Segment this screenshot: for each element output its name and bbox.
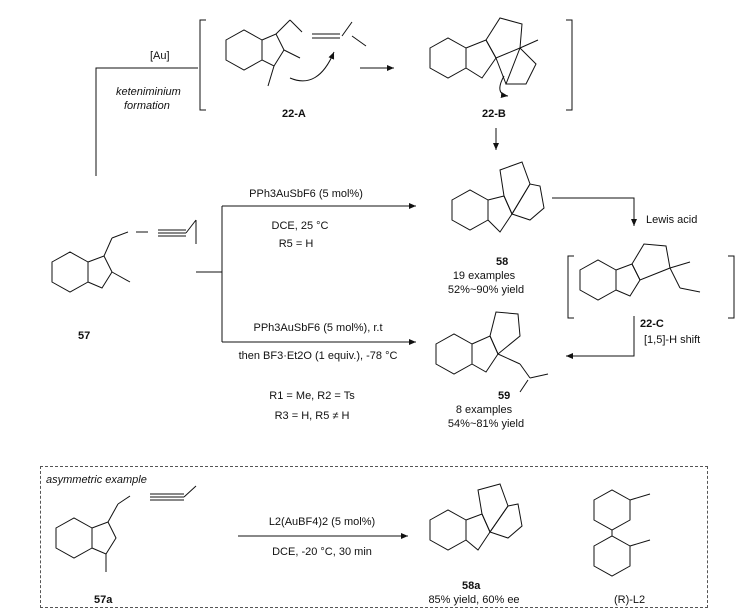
arrow-22c-59	[566, 316, 635, 359]
route1-solvent: DCE, 25 °C	[271, 220, 329, 232]
product-58-label: 58	[496, 256, 509, 268]
formation-label: formation	[124, 100, 170, 112]
path-57-to-22a	[95, 67, 198, 176]
structure-22a	[225, 19, 367, 87]
product-59-yield: 54%~81% yield	[447, 418, 525, 430]
asym-conditions: DCE, -20 °C, 30 min	[272, 546, 372, 558]
bracket-left	[199, 19, 206, 111]
intermediate-22c-label: 22-C	[640, 318, 664, 330]
bracket-22c-right	[728, 255, 735, 319]
structure-57	[51, 219, 197, 293]
product-59-label: 59	[498, 390, 511, 402]
intermediate-22a-label: 22-A	[282, 108, 306, 120]
compound-57-label: 57	[78, 330, 91, 342]
product-58-yield: 52%~90% yield	[447, 284, 525, 296]
structure-22c	[579, 243, 701, 301]
bracket-22c-left	[567, 255, 574, 319]
keteniminium-label: keteniminium	[116, 86, 181, 98]
lewis-acid-label: Lewis acid	[646, 214, 698, 226]
asymmetric-example-box	[40, 466, 708, 608]
structure-22b	[429, 17, 539, 98]
asymmetric-title: asymmetric example	[46, 474, 147, 486]
product-59-examples: 8 examples	[455, 404, 513, 416]
intermediate-22b-label: 22-B	[482, 108, 506, 120]
structure-58a	[429, 483, 523, 551]
route2-cond1: R1 = Me, R2 = Ts	[269, 390, 355, 402]
ligand-l2-label: (R)-L2	[614, 594, 646, 606]
structure-57a	[55, 485, 197, 572]
structure-59	[435, 311, 549, 393]
substrate-57a-label: 57a	[94, 594, 113, 606]
route1-condition: R5 = H	[278, 238, 314, 250]
product-58-examples: 19 examples	[452, 270, 516, 282]
branch-line	[196, 206, 223, 342]
route2-cond2: R3 = H, R5 ≠ H	[274, 410, 350, 422]
route1-catalyst: PPh3AuSbF6 (5 mol%)	[249, 188, 363, 200]
route2-catalyst: PPh3AuSbF6 (5 mol%), r.t	[253, 322, 383, 334]
asym-catalyst: L2(AuBF4)2 (5 mol%)	[268, 516, 376, 528]
structure-58	[451, 161, 545, 233]
arrow-58-22c	[552, 197, 637, 226]
au-label: [Au]	[150, 50, 170, 62]
product-58a-yield: 85% yield, 60% ee	[428, 594, 520, 606]
bracket-right	[566, 19, 573, 111]
product-58a-label: 58a	[462, 580, 481, 592]
structure-l2	[593, 489, 651, 577]
shift-label: [1,5]-H shift	[644, 334, 701, 346]
route2-additive: then BF3·Et2O (1 equiv.), -78 °C	[238, 350, 398, 362]
